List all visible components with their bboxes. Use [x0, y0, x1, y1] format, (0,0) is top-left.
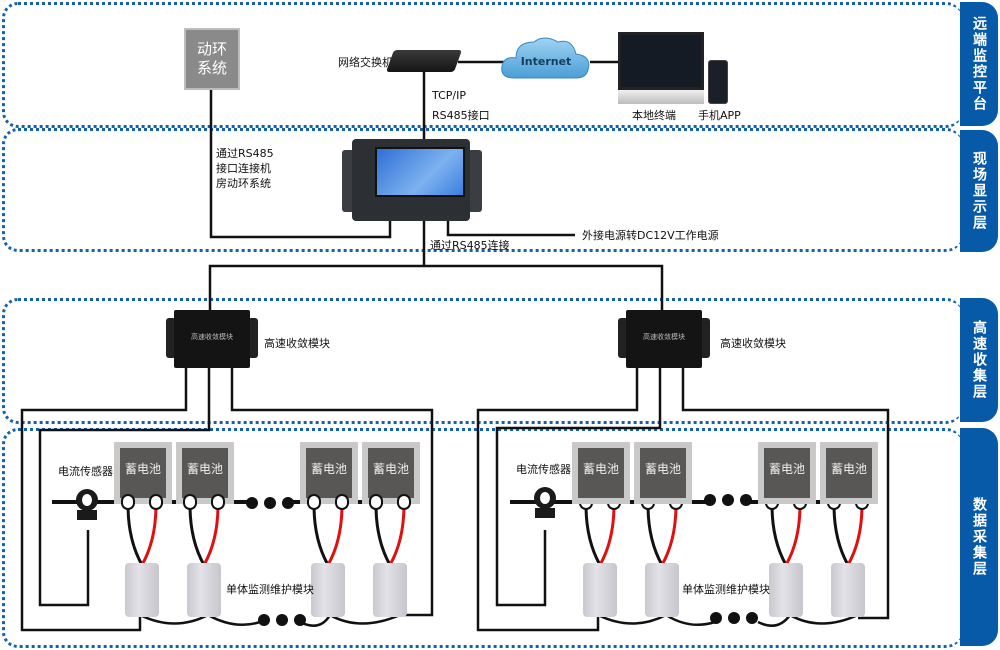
current-sensor-label-right: 电流传感器: [516, 463, 571, 476]
battery-cell: 蓄电池: [176, 442, 234, 504]
cell-monitor-module: [373, 563, 407, 617]
ellipsis-dots: [246, 494, 758, 626]
cell-module-label-left: 单体监测维护模块: [226, 583, 314, 596]
app-label: 手机APP: [698, 109, 741, 122]
field-display-screen: [375, 147, 465, 197]
battery-cell: 蓄电池: [300, 442, 358, 504]
battery-cell: 蓄电池: [820, 442, 878, 504]
local-terminal-icon: [618, 32, 704, 90]
battery-label: 蓄电池: [640, 448, 686, 498]
rs485-link-label: 通过RS485连接: [430, 239, 510, 252]
conv-mount-left: [166, 318, 176, 358]
battery-label: 蓄电池: [368, 448, 414, 498]
wire-env-to-display: [209, 90, 392, 239]
cell-monitor-module: [645, 563, 679, 617]
convergence-label-right: 高速收敛模块: [720, 337, 786, 350]
battery-label: 蓄电池: [306, 448, 352, 498]
wire-left-conv-1: [20, 366, 188, 632]
rs485-note-1: 通过RS485: [216, 147, 274, 160]
battery-label: 蓄电池: [826, 448, 872, 498]
layer-tab-label: 高速收集层: [971, 320, 987, 400]
layer-frame-convergence: [2, 298, 962, 424]
current-sensor-label-left: 电流传感器: [58, 465, 113, 478]
layer-frame-acquisition: [2, 428, 962, 648]
monitor-stand: [618, 90, 704, 104]
battery-label: 蓄电池: [578, 448, 624, 498]
cell-monitor-module: [769, 563, 803, 617]
layer-tab-field: 现场显示层: [960, 130, 998, 252]
battery-cell: 蓄电池: [114, 442, 172, 504]
battery-cell: 蓄电池: [362, 442, 420, 504]
layer-tab-label: 远端监控平台: [971, 16, 987, 112]
layer-tab-remote: 远端监控平台: [960, 2, 998, 126]
conv-mount-left-r: [248, 318, 258, 358]
wire-right-conv-3: [681, 366, 890, 620]
convergence-module-right: 高速收敛模块: [626, 310, 702, 368]
display-mount-right: [468, 150, 482, 212]
mobile-app-icon: [708, 60, 728, 104]
layer-frame-field: [2, 128, 962, 252]
layer-tab-label: 现场显示层: [971, 151, 987, 231]
battery-label: 蓄电池: [182, 448, 228, 498]
cell-monitor-module: [831, 563, 865, 617]
cell-monitor-module: [187, 563, 221, 617]
env-system-label: 动环 系统: [196, 40, 227, 77]
battery-label: 蓄电池: [120, 448, 166, 498]
internet-cloud-icon: Internet: [501, 37, 590, 79]
wire-left-conv-3: [230, 366, 434, 617]
cell-monitor-module: [125, 563, 159, 617]
terminal-label: 本地终端: [632, 109, 676, 122]
convergence-label-left: 高速收敛模块: [264, 337, 330, 350]
battery-cell: 蓄电池: [572, 442, 630, 504]
cloud-label: Internet: [521, 55, 572, 68]
protocol-label-rs485: RS485接口: [432, 109, 490, 122]
battery-label: 蓄电池: [764, 448, 810, 498]
power-note: 外接电源转DC12V工作电源: [582, 229, 719, 242]
wire-power: [446, 221, 575, 237]
env-system-box: 动环 系统: [184, 28, 240, 90]
switch-label: 网络交换机: [338, 56, 393, 69]
layer-frame-remote: [2, 2, 962, 128]
protocol-label-tcpip: TCP/IP: [432, 89, 466, 102]
wire-right-conv-1: [476, 366, 639, 632]
conv-face-text: 高速收敛模块: [643, 333, 685, 341]
layer-tab-label: 数据采集层: [971, 497, 987, 577]
current-sensor-icon: [76, 489, 98, 520]
rs485-note-3: 房动环系统: [216, 177, 271, 190]
current-sensor-icon: [534, 487, 556, 518]
wire-left-conv-2: [38, 366, 211, 607]
cell-monitor-module: [583, 563, 617, 617]
layer-tab-convergence: 高速收集层: [960, 298, 998, 422]
battery-cell: 蓄电池: [758, 442, 816, 504]
cell-module-label-right: 单体监测维护模块: [682, 583, 770, 596]
wire-right-conv-2: [495, 366, 662, 607]
convergence-module-left: 高速收敛模块: [174, 310, 250, 368]
battery-cell: 蓄电池: [634, 442, 692, 504]
cell-monitor-module: [311, 563, 345, 617]
rs485-note-2: 接口连接机: [216, 162, 271, 175]
conv-mount-right: [618, 318, 628, 358]
conv-face-text: 高速收敛模块: [191, 333, 233, 341]
layer-tab-acquisition: 数据采集层: [960, 428, 998, 646]
conv-mount-right-r: [700, 318, 710, 358]
wire-rs485-bus: [208, 221, 664, 310]
